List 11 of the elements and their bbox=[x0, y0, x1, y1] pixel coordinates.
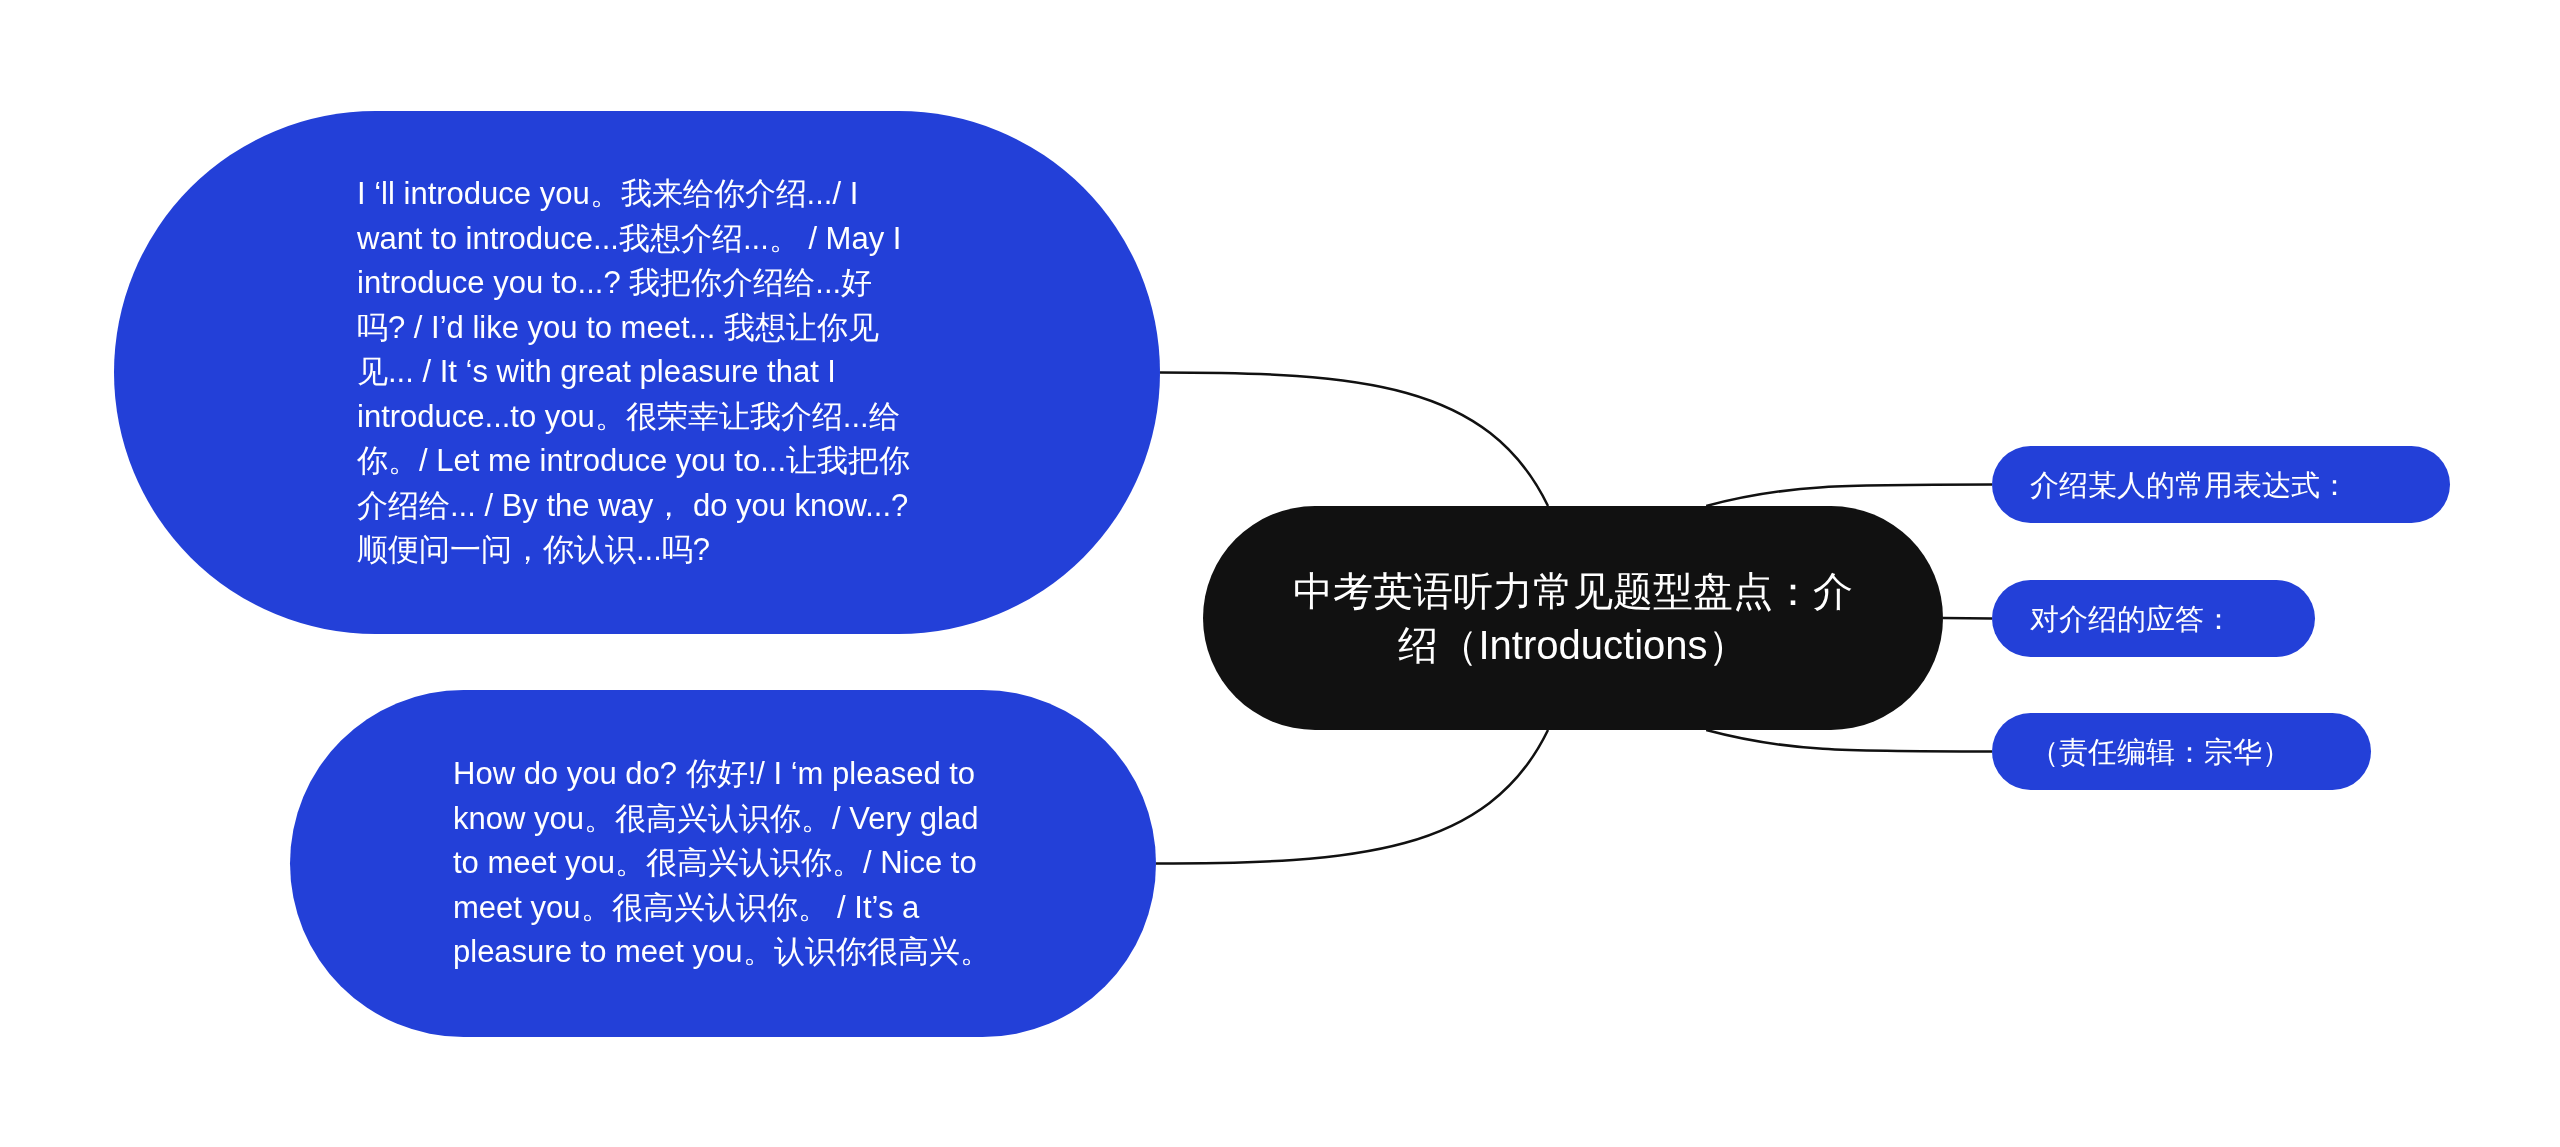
topic-text: How do you do? 你好!/ I ‘m pleased to know you。很高兴认识你。/ Very glad to meet you。很高兴认识你。/ Nice to meet you。很高兴认识你。 / It’s a pleasure to meet you。认识你很高兴。 bbox=[453, 755, 992, 972]
topic-text: I ‘ll introduce you。我来给你介绍.../ I want to introduce...我想介绍...。 / May I introduce you to...? 我把你介绍给...好吗? / I’d like you to meet... 我想让你见见... / It ‘s with great pleasure that I introduce...to you。很荣幸让我介绍...给你。/ Let me introduce you to...让我把你介绍给... / By the way， do you know...? 顺便问一问，你认识...吗? bbox=[357, 175, 912, 570]
topic-text: 对介绍的应答： bbox=[2030, 601, 2234, 637]
topic-text: （责任编辑：宗华） bbox=[2030, 734, 2292, 770]
connector-line bbox=[1156, 729, 1550, 865]
topic-text: 介绍某人的常用表达式： bbox=[2030, 467, 2350, 503]
connector-line bbox=[1160, 371, 1550, 507]
connector-line bbox=[1705, 483, 1992, 508]
connector-line bbox=[1943, 616, 1992, 620]
connector-line bbox=[1705, 728, 1992, 753]
topic-title: 中考英语听力常见题型盘点：介绍（Introductions） bbox=[1293, 568, 1853, 669]
